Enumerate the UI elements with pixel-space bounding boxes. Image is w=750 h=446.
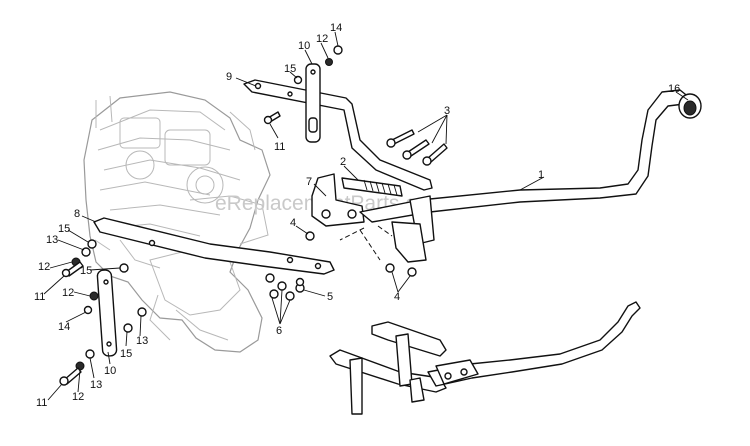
callout-11: 11 (274, 141, 285, 153)
callout-4: 4 (394, 291, 400, 303)
callout-7: 7 (306, 176, 312, 188)
callout-5: 5 (327, 291, 333, 303)
callout-12: 12 (38, 261, 50, 273)
part-3-bolts (386, 129, 448, 166)
callout-9: 9 (226, 71, 232, 83)
hardware-fasteners (59, 45, 417, 386)
callout-4: 4 (290, 217, 296, 229)
callout-16: 16 (668, 83, 680, 95)
part-9-upper-bar (243, 63, 433, 191)
part-16-knob (678, 93, 702, 119)
callout-2: 2 (340, 156, 346, 168)
part-7-lever-bracket (311, 173, 365, 227)
assembled-lever-view (329, 301, 641, 415)
callout-10: 10 (298, 40, 310, 52)
callout-3: 3 (444, 105, 450, 117)
callout-6: 6 (276, 325, 282, 337)
callout-13: 13 (136, 335, 148, 347)
part-2-spring (341, 177, 403, 197)
callout-12: 12 (316, 33, 328, 45)
callout-15: 15 (80, 265, 92, 277)
callout-13: 13 (46, 234, 58, 246)
callout-10: 10 (104, 365, 116, 377)
callout-1: 1 (538, 169, 544, 181)
callout-14: 14 (330, 22, 342, 34)
callout-14: 14 (58, 321, 70, 333)
callout-13: 13 (90, 379, 102, 391)
callout-8: 8 (74, 208, 80, 220)
callout-11: 11 (34, 291, 45, 303)
callout-15: 15 (58, 223, 70, 235)
callout-labels: 14 12 10 15 9 11 3 2 7 1 16 8 15 13 12 1… (34, 22, 680, 409)
part-8-lower-bar (93, 217, 335, 275)
leader-lines (43, 31, 689, 401)
callout-15: 15 (284, 63, 296, 75)
part-10-lower-strap (96, 269, 118, 357)
callout-15: 15 (120, 348, 132, 360)
callout-11: 11 (36, 397, 47, 409)
callout-12: 12 (72, 391, 84, 403)
callout-12: 12 (62, 287, 74, 299)
